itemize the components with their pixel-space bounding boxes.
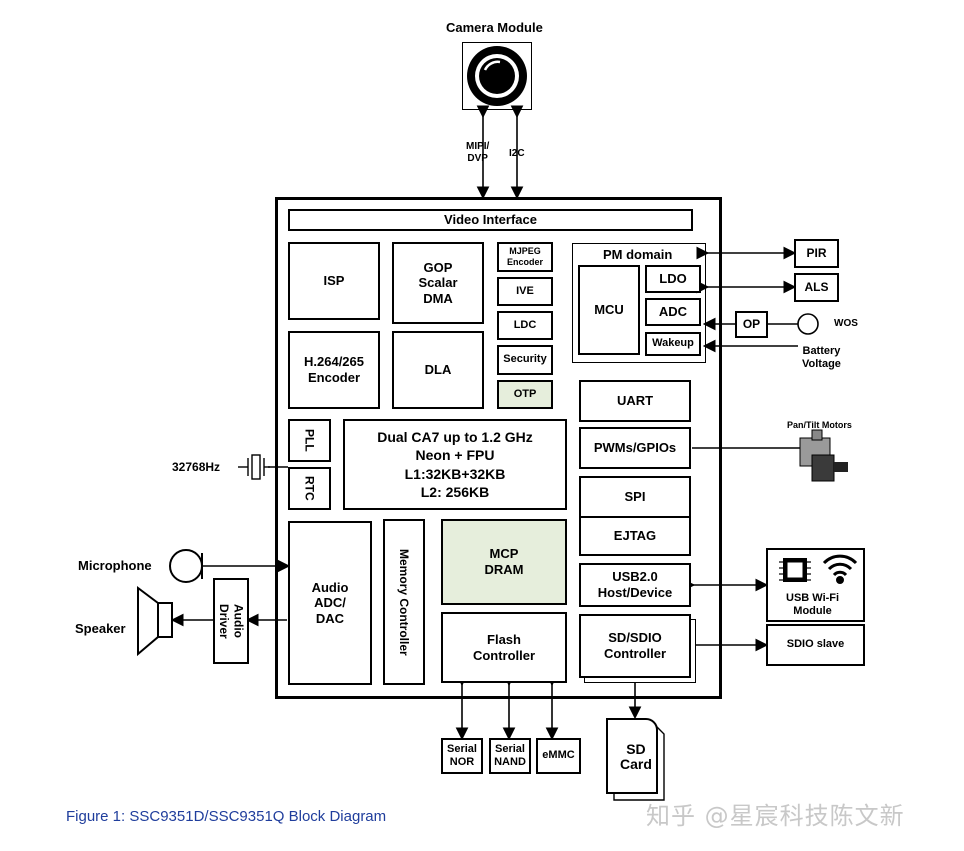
- flash-controller-block: Flash Controller: [441, 612, 567, 683]
- sdio-slave-block: SDIO slave: [766, 624, 865, 666]
- motor-icon: [799, 429, 848, 482]
- ive-block: IVE: [497, 277, 553, 306]
- speaker-label: Speaker: [75, 621, 126, 636]
- microphone-label: Microphone: [78, 558, 152, 573]
- video-interface-block: Video Interface: [288, 209, 693, 231]
- spi-block: SPI: [579, 476, 691, 518]
- sd-card-label: SD Card: [620, 741, 652, 773]
- mjpeg-encoder-block: MJPEG Encoder: [497, 242, 553, 272]
- adc-block: ADC: [645, 298, 701, 326]
- pm-domain: [572, 243, 706, 363]
- serial-nor-block: Serial NOR: [441, 738, 483, 774]
- wos-sensor-icon: [797, 313, 819, 335]
- als-block: ALS: [794, 273, 839, 302]
- mcp-dram-block: MCP DRAM: [441, 519, 567, 605]
- audio-driver-block: Audio Driver: [213, 578, 249, 664]
- battery-voltage-label: Battery Voltage: [802, 345, 841, 371]
- speaker-icon: [137, 586, 173, 657]
- usb-wifi-label: USB Wi-Fi Module: [786, 592, 840, 618]
- op-block: OP: [735, 311, 768, 338]
- ldc-block: LDC: [497, 311, 553, 340]
- isp-block: ISP: [288, 242, 380, 320]
- usb-wifi-module: [766, 548, 865, 622]
- ldo-block: LDO: [645, 265, 701, 293]
- emmc-block: eMMC: [536, 738, 581, 774]
- crystal-label: 32768Hz: [172, 460, 221, 474]
- watermark: 知乎 @星宸科技陈文新: [646, 802, 905, 830]
- mipi-dvp-label: MIPI/ DVP: [466, 141, 490, 164]
- uart-block: UART: [579, 380, 691, 422]
- microphone-icon: [169, 549, 203, 583]
- otp-block: OTP: [497, 380, 553, 409]
- memory-controller-block: Memory Controller: [383, 519, 425, 685]
- crystal-icon: [238, 454, 270, 480]
- camera-module: [462, 42, 532, 110]
- sd-card: [606, 718, 658, 794]
- mcu-block: MCU: [578, 265, 640, 355]
- dla-block: DLA: [392, 331, 484, 409]
- camera-module-title: Camera Module: [446, 20, 543, 35]
- i2c-label: I2C: [509, 148, 525, 159]
- figure-caption: Figure 1: SSC9351D/SSC9351Q Block Diagra…: [66, 808, 387, 825]
- pm-domain-title: PM domain: [603, 247, 673, 262]
- h264-encoder-block: H.264/265 Encoder: [288, 331, 380, 409]
- security-block: Security: [497, 345, 553, 375]
- pir-block: PIR: [794, 239, 839, 268]
- camera-lens-icon: [467, 46, 527, 106]
- gop-block: GOP Scalar DMA: [392, 242, 484, 324]
- chip-icon: [779, 558, 811, 582]
- audio-adc-dac-block: Audio ADC/ DAC: [288, 521, 372, 685]
- wos-label: WOS: [834, 318, 858, 329]
- ejtag-block: EJTAG: [579, 516, 691, 556]
- usb-block: USB2.0 Host/Device: [579, 563, 691, 607]
- serial-nand-block: Serial NAND: [489, 738, 531, 774]
- pwm-gpio-block: PWMs/GPIOs: [579, 427, 691, 469]
- wifi-icon: [822, 554, 858, 584]
- pll-block: PLL: [288, 419, 331, 462]
- sdio-controller-block: SD/SDIO Controller: [579, 614, 691, 678]
- wakeup-block: Wakeup: [645, 332, 701, 356]
- rtc-block: RTC: [288, 467, 331, 510]
- pan-tilt-label: Pan/Tilt Motors: [787, 420, 852, 430]
- soc-outline: [275, 197, 722, 699]
- cpu-block: Dual CA7 up to 1.2 GHz Neon + FPU L1:32K…: [343, 419, 567, 510]
